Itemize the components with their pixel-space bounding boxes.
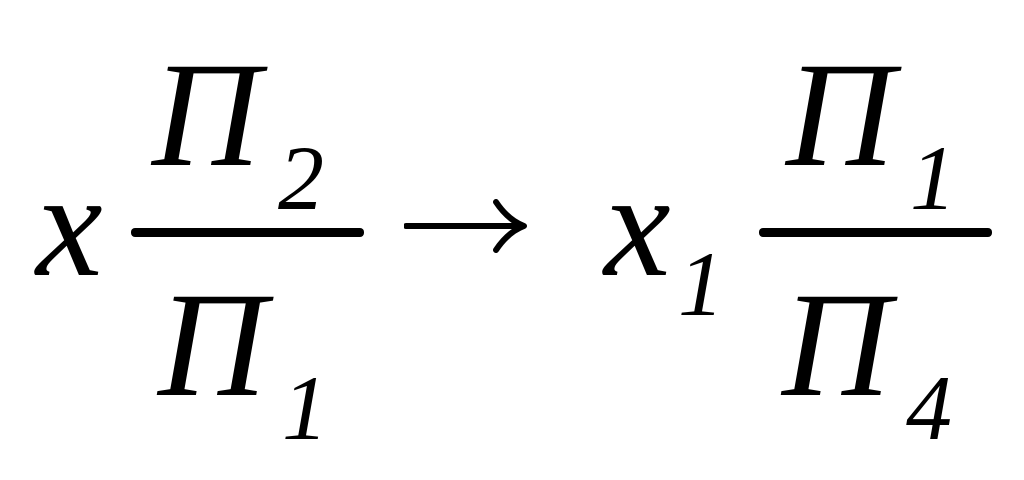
right-numerator-subscript: 1 bbox=[910, 127, 956, 229]
left-denominator-pi: Π bbox=[158, 262, 267, 428]
right-denominator-subscript: 4 bbox=[906, 357, 952, 459]
left-numerator-subscript: 2 bbox=[278, 127, 324, 229]
left-denominator-subscript: 1 bbox=[282, 357, 328, 459]
left-fraction-bar bbox=[131, 228, 364, 237]
right-arrow-icon bbox=[404, 199, 527, 253]
right-fraction-bar bbox=[759, 228, 992, 237]
left-variable-x: x bbox=[36, 142, 103, 308]
right-variable-x: x bbox=[604, 142, 671, 308]
right-variable-subscript: 1 bbox=[678, 233, 724, 335]
right-denominator-pi: Π bbox=[782, 262, 891, 428]
left-numerator-pi: Π bbox=[152, 32, 261, 198]
right-numerator-pi: Π bbox=[786, 32, 895, 198]
